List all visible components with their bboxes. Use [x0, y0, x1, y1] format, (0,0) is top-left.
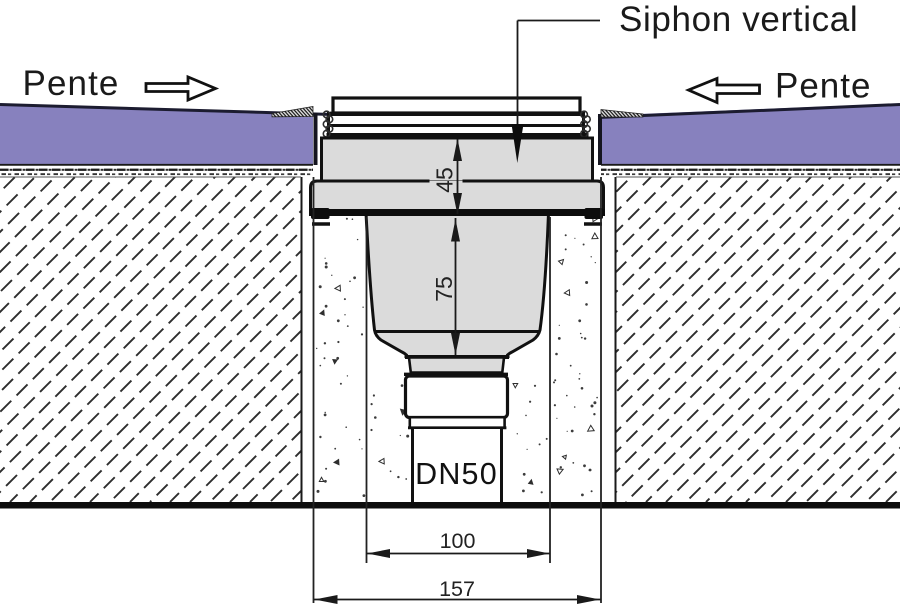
svg-text:100: 100	[440, 529, 476, 553]
svg-text:Pente: Pente	[23, 64, 120, 103]
svg-text:DN50: DN50	[415, 457, 498, 491]
svg-text:157: 157	[439, 577, 475, 601]
svg-text:75: 75	[431, 276, 457, 302]
svg-text:Pente: Pente	[775, 67, 871, 106]
svg-text:45: 45	[431, 167, 457, 193]
svg-text:Siphon vertical: Siphon vertical	[619, 0, 858, 39]
